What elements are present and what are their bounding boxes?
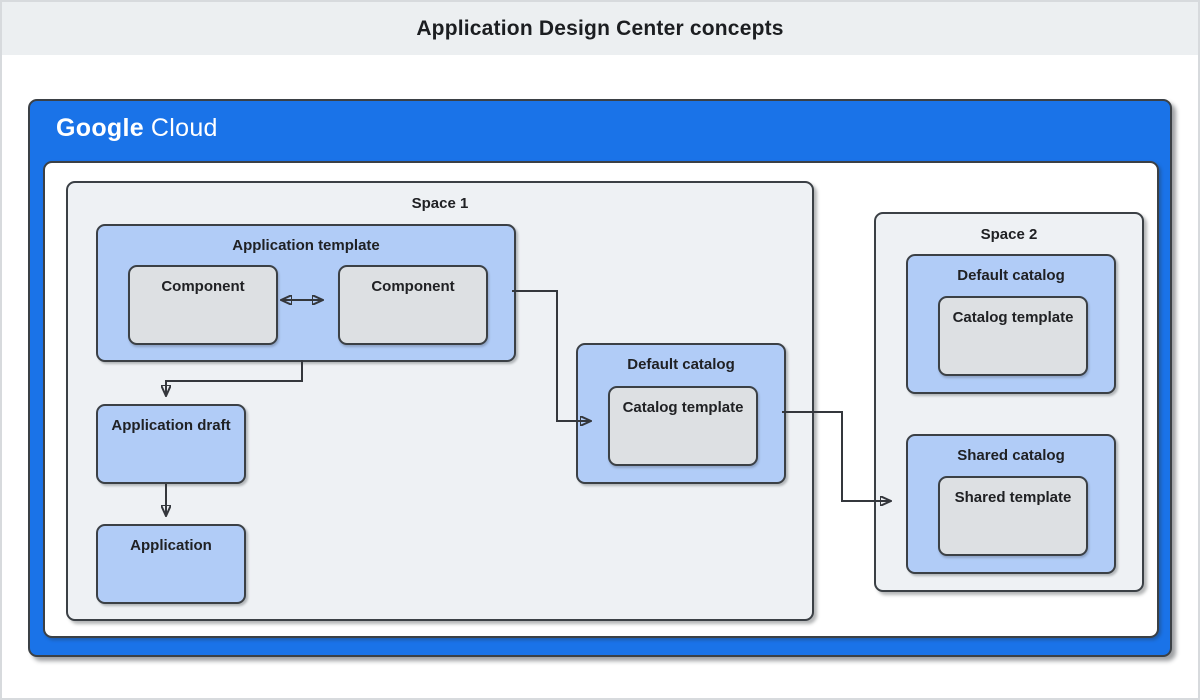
- brand-google: Google: [56, 114, 144, 142]
- space1-catalog-template-box: Catalog template: [608, 386, 758, 466]
- application-template-label: Application template: [232, 237, 380, 254]
- application-box: Application: [96, 524, 246, 604]
- space1-default-catalog-label: Default catalog: [627, 356, 735, 373]
- application-draft-box: Application draft: [96, 404, 246, 484]
- space-1-label: Space 1: [411, 195, 469, 212]
- cloud-inner-panel: Space 1 Application template Component C…: [43, 161, 1159, 638]
- space-2-box: Space 2 Default catalog Catalog template…: [874, 212, 1144, 592]
- shared-catalog-box: Shared catalog Shared template: [906, 434, 1116, 574]
- space1-default-catalog-box: Default catalog Catalog template: [576, 343, 786, 484]
- shared-template-box: Shared template: [938, 476, 1088, 556]
- space2-default-catalog-box: Default catalog Catalog template: [906, 254, 1116, 394]
- component-2-label: Component: [371, 278, 455, 295]
- application-draft-label: Application draft: [111, 417, 231, 434]
- space-2-label: Space 2: [980, 226, 1038, 243]
- shared-catalog-label: Shared catalog: [957, 447, 1065, 464]
- brand-cloud: Cloud: [150, 114, 218, 142]
- space2-default-catalog-label: Default catalog: [957, 267, 1065, 284]
- component-box-2: Component: [338, 265, 488, 345]
- application-label: Application: [130, 537, 212, 554]
- space1-catalog-template-label: Catalog template: [622, 399, 744, 416]
- space2-catalog-template-box: Catalog template: [938, 296, 1088, 376]
- space2-catalog-template-label: Catalog template: [952, 309, 1074, 326]
- space-1-box: Space 1 Application template Component C…: [66, 181, 814, 621]
- shared-template-label: Shared template: [954, 489, 1072, 506]
- application-template-box: Application template Component Component: [96, 224, 516, 362]
- component-box-1: Component: [128, 265, 278, 345]
- title-band: Application Design Center concepts: [2, 2, 1198, 55]
- component-1-label: Component: [161, 278, 245, 295]
- page-title: Application Design Center concepts: [416, 16, 784, 40]
